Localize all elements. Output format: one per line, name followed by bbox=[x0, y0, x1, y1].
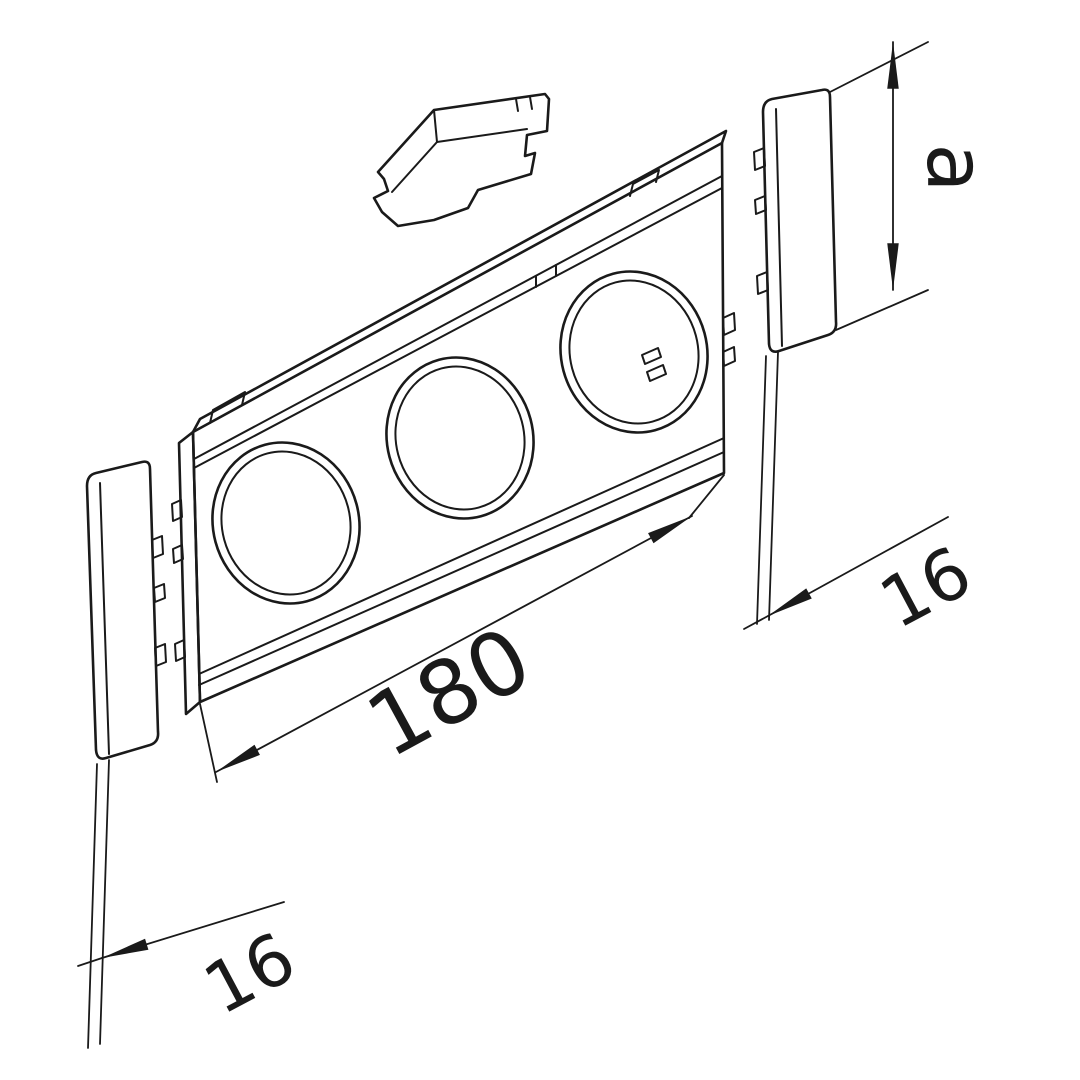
left-end-trim bbox=[85, 460, 167, 1049]
left-trim-outline bbox=[85, 460, 160, 760]
left-trim-tab-1 bbox=[151, 535, 164, 559]
clip-fold-line-2 bbox=[436, 128, 528, 143]
right-trim-tab-3 bbox=[756, 271, 769, 295]
clip-fold-line-1 bbox=[433, 109, 438, 143]
dim-180-label: 180 bbox=[350, 607, 547, 778]
dim-180-extension-right bbox=[688, 474, 725, 519]
right-trim-tab-1 bbox=[753, 147, 766, 171]
dim-a-extension-bottom bbox=[835, 289, 929, 331]
clip-top-notch-1 bbox=[515, 98, 519, 112]
socket-3-shutter-bar-2 bbox=[646, 364, 667, 382]
dim-a-label: a bbox=[909, 143, 1002, 192]
faceplate-right-tab-1 bbox=[722, 312, 736, 336]
left-trim-tab-2 bbox=[153, 583, 166, 603]
dimension-16-right: 16 bbox=[743, 516, 984, 645]
right-end-trim bbox=[753, 88, 838, 625]
faceplate-top-face bbox=[191, 129, 728, 434]
faceplate-left-tab-3 bbox=[174, 639, 186, 662]
dim-180-extension-left bbox=[199, 703, 218, 783]
dimension-a: a bbox=[829, 41, 1002, 331]
faceplate-top-band-line-1 bbox=[193, 175, 723, 460]
left-trim-tab-3 bbox=[154, 643, 167, 667]
dim-16-left-label: 16 bbox=[191, 917, 308, 1031]
faceplate-top-band-line-2 bbox=[193, 187, 723, 469]
socket-opening-2-inner bbox=[394, 365, 526, 511]
faceplate-top-notch-right bbox=[629, 169, 660, 197]
right-trim-tab-2 bbox=[754, 195, 767, 215]
main-faceplate bbox=[171, 129, 736, 716]
dim-16-left-tail bbox=[77, 957, 103, 967]
dim-16-right-line bbox=[767, 516, 949, 617]
clip-fold-line-3 bbox=[391, 141, 438, 193]
faceplate-right-tab-2 bbox=[722, 346, 736, 367]
socket-opening-1-inner bbox=[220, 450, 352, 596]
dim-16-right-label: 16 bbox=[867, 531, 984, 645]
dim-16-left-line bbox=[101, 901, 285, 959]
faceplate-left-tab-2 bbox=[172, 544, 184, 564]
left-trim-extension-line-1 bbox=[87, 763, 98, 1049]
right-trim-lip-line bbox=[775, 108, 783, 347]
left-trim-lip-line bbox=[99, 482, 110, 755]
right-trim-extension-line-1 bbox=[756, 355, 767, 625]
faceplate-left-face bbox=[177, 430, 202, 716]
dim-180-line bbox=[215, 515, 693, 773]
dim-a-extension-top bbox=[829, 41, 929, 93]
mounting-clip bbox=[372, 92, 551, 228]
clip-top-notch-2 bbox=[529, 96, 533, 110]
right-trim-outline bbox=[761, 88, 838, 353]
dim-16-right-tail bbox=[743, 615, 769, 630]
left-trim-extension-line-2 bbox=[99, 759, 110, 1045]
dimensions: 180 a 16 16 bbox=[77, 41, 1002, 1031]
faceplate-top-notch-left bbox=[209, 391, 246, 424]
faceplate-left-tab-1 bbox=[171, 499, 183, 522]
right-trim-extension-line-2 bbox=[768, 351, 779, 621]
socket-3-shutter-bar-1 bbox=[641, 347, 662, 365]
socket-opening-3-inner bbox=[568, 279, 700, 425]
socket-opening-3-outer bbox=[559, 270, 709, 434]
dimension-16-left: 16 bbox=[77, 901, 308, 1031]
dimension-180: 180 bbox=[199, 474, 725, 783]
clip-outline bbox=[372, 92, 551, 228]
